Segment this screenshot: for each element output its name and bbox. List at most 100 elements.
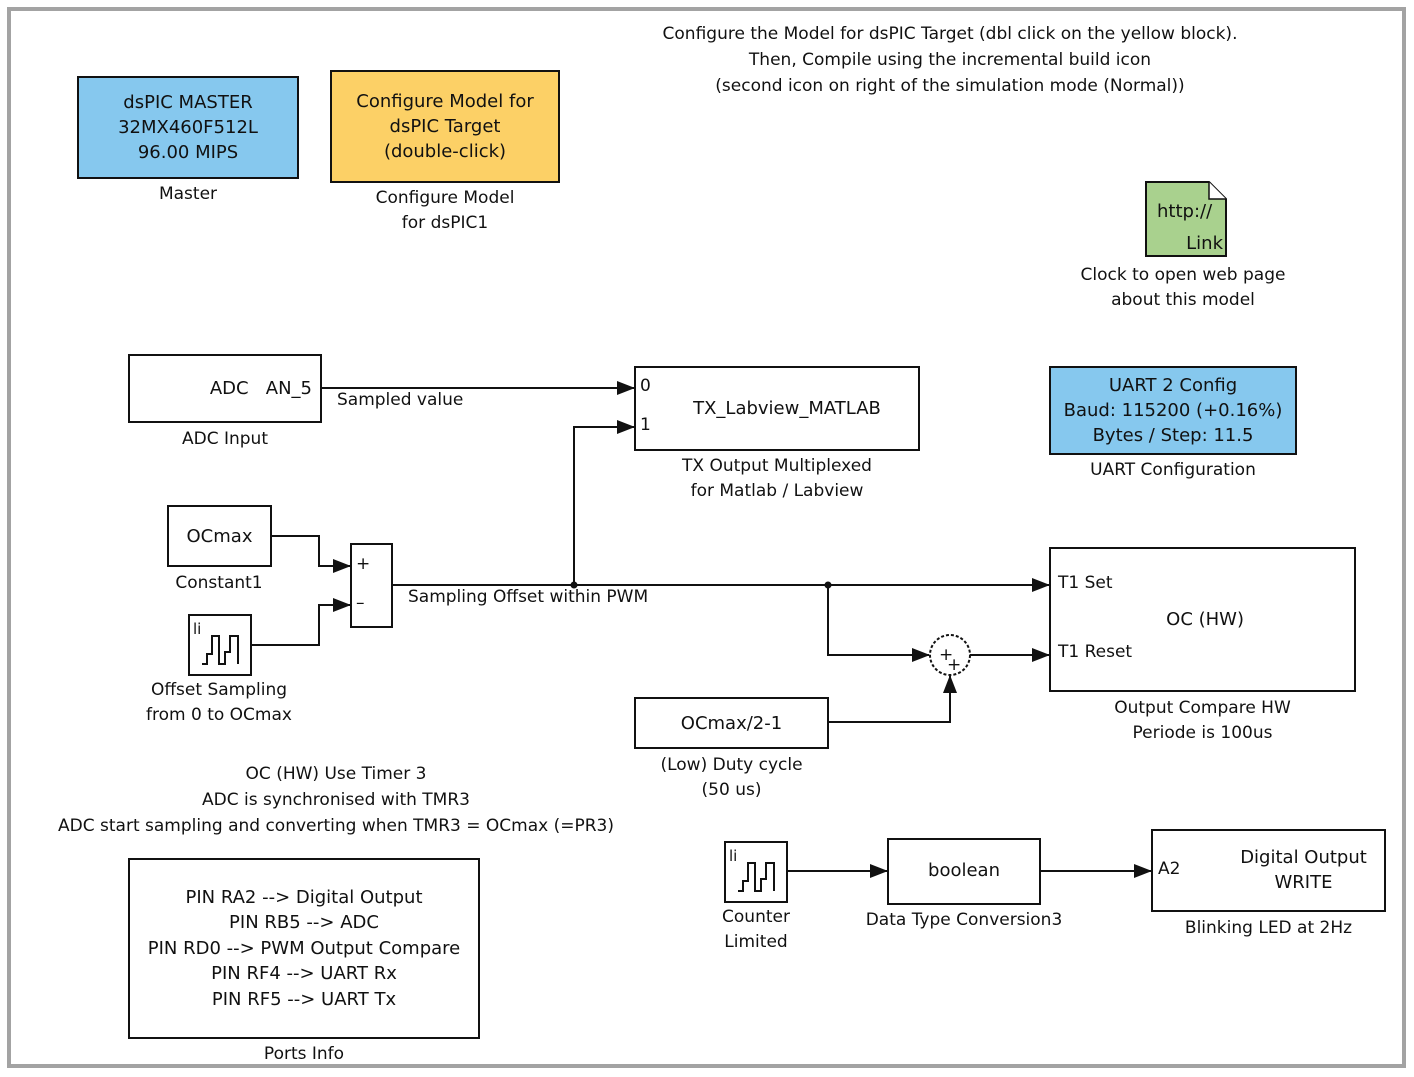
digital-output-block[interactable]: Digital Output WRITE <box>1151 829 1386 912</box>
configure-label-line-1: Configure Model <box>375 188 515 208</box>
offset-sampling-label-line-2: from 0 to OCmax <box>146 705 292 725</box>
configure-line-2: dsPIC Target <box>389 116 501 137</box>
duty-cycle-label-line-1: (Low) Duty cycle <box>660 755 803 775</box>
duty-cycle-block[interactable]: OCmax/2-1 <box>634 697 829 749</box>
constant1-block[interactable]: OCmax <box>167 505 272 567</box>
digital-output-line-1: Digital Output <box>1240 847 1367 868</box>
sum1-sign-plus: + <box>356 554 371 574</box>
junction-dot <box>570 581 578 589</box>
web-link-label: Clock to open web page about this model <box>1060 263 1306 313</box>
instructions-line-1: Configure the Model for dsPIC Target (db… <box>662 24 1238 44</box>
configure-label-line-2: for dsPIC1 <box>401 213 489 233</box>
document-icon <box>1145 181 1227 257</box>
duty-cycle-label-line-2: (50 us) <box>701 780 762 800</box>
configure-line-1: Configure Model for <box>356 91 534 112</box>
ports-info-block[interactable]: PIN RA2 --> Digital Output PIN RB5 --> A… <box>128 858 480 1039</box>
sum2-sign-2: + <box>947 655 961 675</box>
adc-block-text: ADC AN_5 <box>209 378 312 399</box>
uart-line-3: Bytes / Step: 11.5 <box>1092 425 1254 446</box>
master-line-2: 32MX460F512L <box>118 117 258 138</box>
timer-note: OC (HW) Use Timer 3 ADC is synchronised … <box>20 761 652 839</box>
data-type-conversion-label: Data Type Conversion3 <box>865 910 1063 930</box>
digital-output-label: Blinking LED at 2Hz <box>1184 918 1353 938</box>
tx-block-text: TX_Labview_MATLAB <box>693 398 881 419</box>
master-label: Master <box>158 184 218 204</box>
configure-model-label: Configure Model for dsPIC1 <box>330 186 560 236</box>
uart-line-2: Baud: 115200 (+0.16%) <box>1063 400 1283 421</box>
duty-cycle-text: OCmax/2-1 <box>680 712 783 734</box>
uart-config-label: UART Configuration <box>1090 460 1256 480</box>
tx-port-0: 0 <box>640 376 651 396</box>
dtc-text: boolean <box>928 860 1000 881</box>
instructions-note: Configure the Model for dsPIC Target (db… <box>620 21 1280 99</box>
web-link-label-line-1: Clock to open web page <box>1080 265 1286 285</box>
sum2-sign-1: + <box>939 645 953 665</box>
oc-hw-label-line-2: Periode is 100us <box>1132 723 1273 743</box>
offset-sampling-counter-block[interactable]: li <box>188 614 252 676</box>
web-link-line-1: http:// <box>1157 201 1213 222</box>
svg-text:li: li <box>729 847 737 865</box>
limited-counter-icon: li <box>729 847 775 892</box>
ports-info-line: PIN RD0 --> PWM Output Compare <box>147 937 461 959</box>
tx-label-line-1: TX Output Multiplexed <box>682 456 872 476</box>
master-line-1: dsPIC MASTER <box>123 92 253 113</box>
ports-info-line: PIN RF4 --> UART Rx <box>211 963 397 985</box>
instructions-line-2: Then, Compile using the incremental buil… <box>748 50 1152 70</box>
ports-info-line: PIN RB5 --> ADC <box>229 912 379 934</box>
sampling-offset-signal-label: Sampling Offset within PWM <box>408 587 649 607</box>
sum2-block[interactable] <box>929 634 971 676</box>
data-type-conversion-block[interactable]: boolean <box>887 838 1041 905</box>
adc-input-block[interactable]: ADC AN_5 <box>128 354 322 423</box>
tx-port-1: 1 <box>640 415 651 435</box>
oc-port-t1-reset: T1 Reset <box>1058 642 1133 662</box>
constant1-label: Constant1 <box>175 573 263 593</box>
master-line-3: 96.00 MIPS <box>137 142 239 163</box>
tx-mux-block[interactable]: TX_Labview_MATLAB <box>634 366 920 451</box>
configure-model-block[interactable]: Configure Model for dsPIC Target (double… <box>330 70 560 183</box>
oc-hw-label: Output Compare HW Periode is 100us <box>1049 696 1356 746</box>
adc-input-label: ADC Input <box>181 429 268 449</box>
oc-hw-label-line-1: Output Compare HW <box>1114 698 1291 718</box>
tx-label-line-2: for Matlab / Labview <box>690 481 864 501</box>
counter-limited-block[interactable]: li <box>724 841 788 903</box>
ports-info-line: PIN RA2 --> Digital Output <box>185 886 423 908</box>
counter-limited-label: Counter Limited <box>700 905 812 955</box>
sum1-block[interactable] <box>350 543 393 628</box>
wire-branch-to-sum2[interactable] <box>827 585 930 662</box>
svg-text:li: li <box>193 620 201 638</box>
oc-port-t1-set: T1 Set <box>1058 573 1113 593</box>
ports-info-line: PIN RF5 --> UART Tx <box>211 988 397 1010</box>
counter-limited-label-line-2: Limited <box>724 932 788 952</box>
wire-duty-to-sum2[interactable] <box>829 675 957 723</box>
master-block[interactable]: dsPIC MASTER 32MX460F512L 96.00 MIPS <box>77 76 299 179</box>
wire-constant-to-sum[interactable] <box>272 535 351 573</box>
web-link-label-line-2: about this model <box>1111 290 1255 310</box>
constant1-text: OCmax <box>186 525 253 547</box>
digital-output-line-2: WRITE <box>1274 872 1333 893</box>
web-link-block[interactable]: http:// Link <box>1145 181 1227 257</box>
uart-config-block[interactable]: UART 2 Config Baud: 115200 (+0.16%) Byte… <box>1049 366 1297 455</box>
ports-info-label: Ports Info <box>263 1044 345 1064</box>
offset-sampling-label: Offset Sampling from 0 to OCmax <box>130 678 308 728</box>
wire-offsetcounter-to-sum[interactable] <box>252 598 351 646</box>
digital-output-port-a2: A2 <box>1158 859 1181 879</box>
timer-note-line-1: OC (HW) Use Timer 3 <box>245 764 427 784</box>
instructions-line-3: (second icon on right of the simulation … <box>715 76 1185 96</box>
oc-hw-block[interactable]: OC (HW) <box>1049 547 1356 692</box>
sum1-sign-minus: – <box>356 593 365 613</box>
web-link-line-2: Link <box>1186 233 1223 254</box>
oc-hw-text: OC (HW) <box>1166 609 1244 630</box>
offset-sampling-label-line-1: Offset Sampling <box>150 680 288 700</box>
uart-line-1: UART 2 Config <box>1108 375 1238 396</box>
duty-cycle-label: (Low) Duty cycle (50 us) <box>634 753 829 803</box>
timer-note-line-3: ADC start sampling and converting when T… <box>58 816 614 836</box>
counter-limited-label-line-1: Counter <box>722 907 790 927</box>
limited-counter-icon: li <box>193 620 239 665</box>
sampled-value-signal-label: Sampled value <box>337 390 464 410</box>
configure-line-3: (double-click) <box>383 141 507 162</box>
timer-note-line-2: ADC is synchronised with TMR3 <box>202 790 470 810</box>
tx-mux-label: TX Output Multiplexed for Matlab / Labvi… <box>634 454 920 504</box>
wire-offset-to-tx1[interactable] <box>573 420 635 585</box>
junction-dot <box>824 581 832 589</box>
